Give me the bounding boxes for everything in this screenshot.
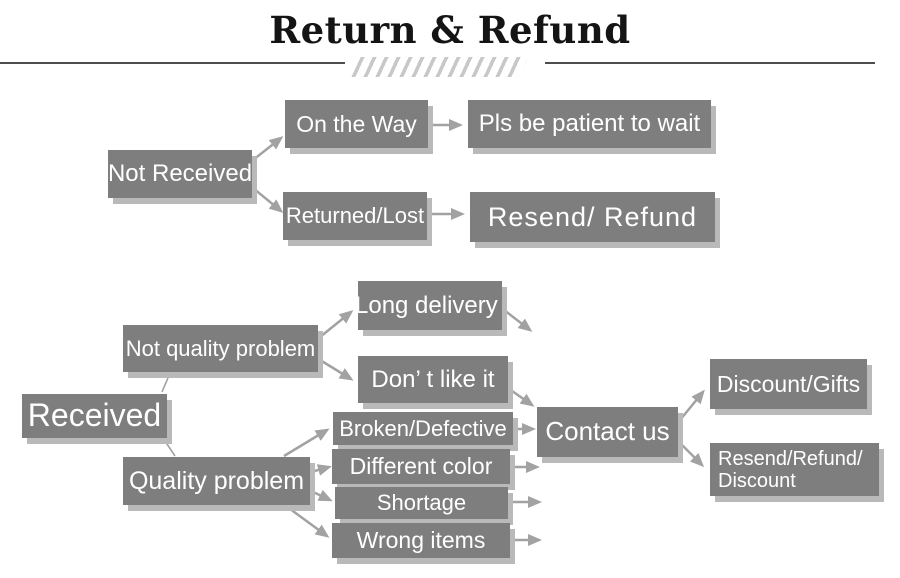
arrow-nqp-to-dont-like-it <box>319 358 354 381</box>
node-contact-us: Contact us <box>537 407 678 457</box>
title-rule-left <box>0 62 345 64</box>
node-dont-like-it: Don’ t like it <box>358 356 508 403</box>
node-wrong-items: Wrong items <box>332 523 510 558</box>
node-quality-problem: Quality problem <box>123 457 310 505</box>
node-not-quality-problem: Not quality problem <box>123 325 318 372</box>
arrow-contact-us-to-discount-gifts <box>679 389 705 421</box>
page-title: Return & Refund <box>269 8 631 52</box>
node-broken-defective: Broken/Defective <box>333 412 513 445</box>
line-received-to-not-quality-problem <box>161 372 171 393</box>
arrow-qp-to-shortage <box>310 489 333 502</box>
arrow-contact-us-to-resend-refund-discount <box>679 442 705 468</box>
arrow-qp-to-wrong-items <box>285 504 330 538</box>
node-pls-be-patient: Pls be patient to wait <box>468 100 711 148</box>
node-long-delivery: Long delivery <box>355 281 502 330</box>
arrow-nqp-to-long-delivery <box>319 310 354 338</box>
arrow-dont-like-it-to-contact-us <box>504 384 535 407</box>
node-resend-refund-discount: Resend/Refund/ Discount <box>710 443 879 496</box>
node-discount-gifts: Discount/Gifts <box>710 359 867 409</box>
node-received: Received <box>22 394 167 438</box>
arrow-qp-to-different-color <box>310 464 332 476</box>
title-rule-right <box>545 62 875 64</box>
arrow-not-received-to-returned-lost <box>252 187 284 213</box>
arrow-long-delivery-to-contact-us <box>503 309 533 332</box>
node-on-the-way: On the Way <box>285 100 428 148</box>
node-shortage: Shortage <box>335 487 508 519</box>
node-returned-lost: Returned/Lost <box>283 192 427 240</box>
line-received-to-quality-problem <box>162 437 176 457</box>
arrow-qp-to-broken-defective <box>283 428 330 458</box>
node-different-color: Different color <box>332 449 510 484</box>
node-resend-refund: Resend/ Refund <box>470 192 715 242</box>
node-not-received: Not Received <box>108 150 252 198</box>
arrow-not-received-to-on-the-way <box>252 136 284 161</box>
